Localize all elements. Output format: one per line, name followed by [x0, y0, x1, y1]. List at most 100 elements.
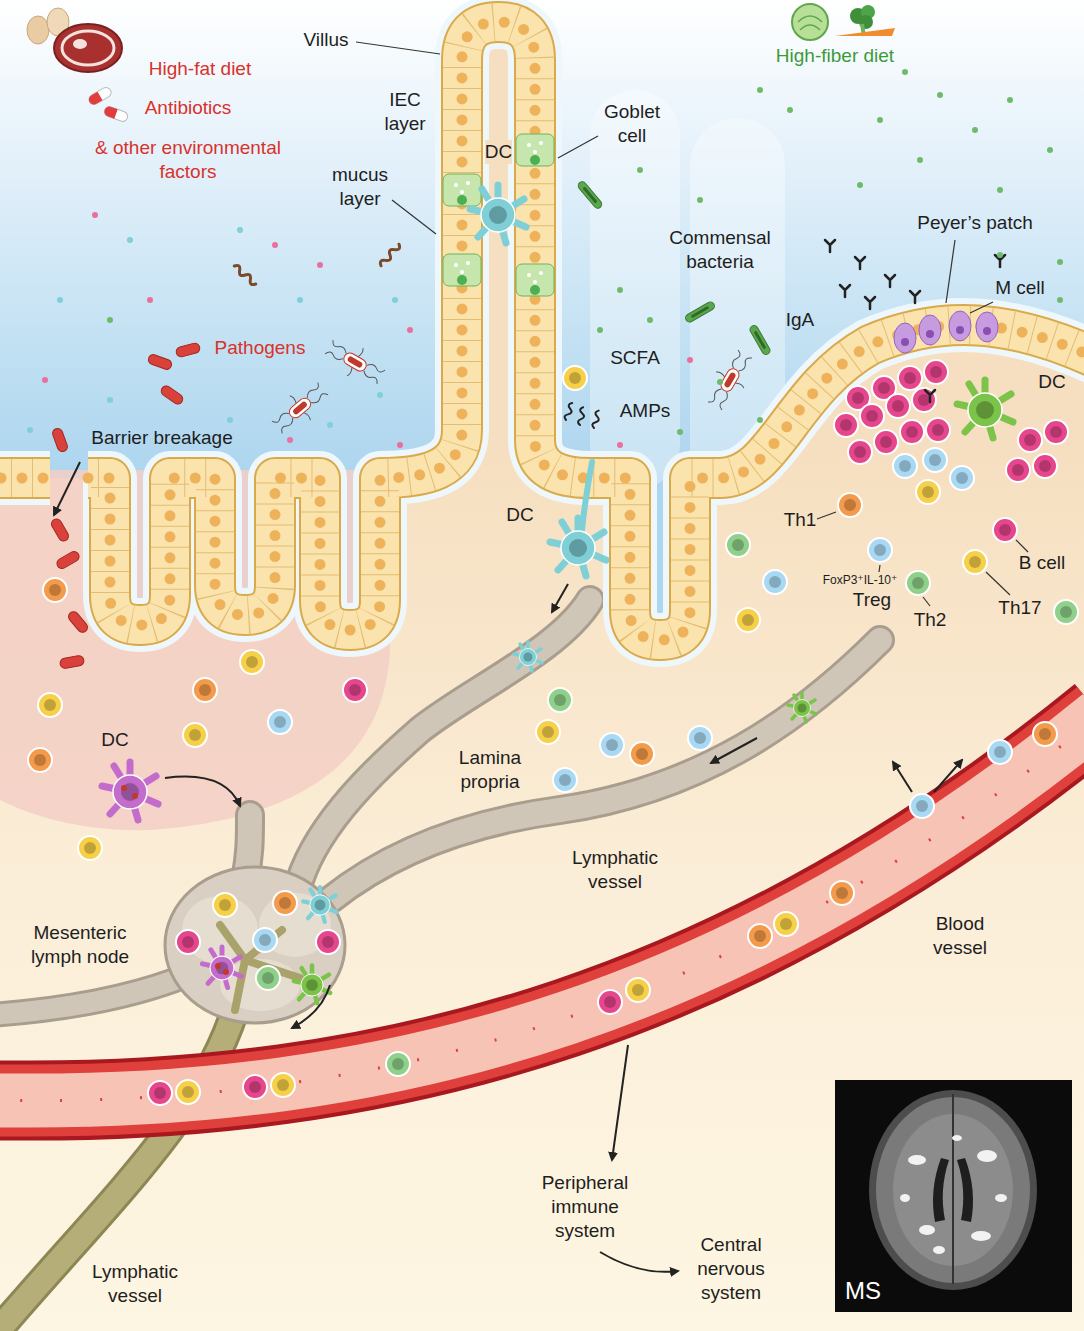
text-label: DC — [101, 728, 128, 752]
mri-image: MS — [835, 1080, 1072, 1312]
peyers-follicle — [923, 448, 947, 472]
pathogen — [51, 427, 69, 453]
lymph-node — [202, 947, 241, 988]
mri-scan — [900, 1194, 910, 1202]
epithelium — [0, 451, 50, 505]
text-label: Antibiotics — [145, 96, 232, 120]
commensal-bacteria — [701, 346, 759, 414]
blood-vessel — [0, 715, 1084, 1101]
blood-cells — [271, 1073, 295, 1097]
lymph-node — [273, 891, 297, 915]
immune-cell — [630, 742, 654, 766]
text-label: DC — [1038, 370, 1065, 394]
t-cell — [868, 538, 892, 562]
epithelium — [88, 22, 1084, 640]
immune-cell — [183, 723, 207, 747]
leader-line — [392, 200, 436, 234]
peyers-follicle — [893, 454, 917, 478]
lymphatic-vessel — [330, 640, 880, 900]
blood-vessel — [0, 715, 1084, 1101]
food-icon — [792, 4, 828, 40]
peyers-follicle — [1018, 428, 1042, 452]
immune-cell — [736, 608, 760, 632]
text-label: Th17 — [998, 596, 1041, 620]
immune-cell — [28, 748, 52, 772]
blood-vessel — [0, 715, 1084, 1101]
flow-arrow — [612, 1045, 628, 1160]
peyers-follicle — [950, 466, 974, 490]
blood-cells — [774, 912, 798, 936]
goblet-cell — [443, 134, 554, 296]
peyers-follicle — [916, 480, 940, 504]
t-cell — [963, 550, 987, 574]
particle — [272, 242, 278, 248]
particle — [407, 327, 413, 333]
particle — [227, 417, 233, 423]
food-icon — [103, 105, 129, 123]
pathogen — [159, 384, 184, 406]
dendritic-cell — [788, 693, 816, 722]
text-label: Th2 — [914, 608, 947, 632]
pathogen — [267, 376, 334, 439]
leader-line — [356, 42, 440, 54]
flow-arrow — [292, 985, 330, 1028]
lymph-node — [202, 947, 241, 988]
food-icon — [87, 92, 102, 107]
iga-antibody — [855, 257, 865, 269]
iga-antibody — [925, 390, 935, 402]
m-cell — [976, 312, 998, 342]
lymphatic-vessel — [0, 980, 175, 1015]
peyers-follicle — [848, 440, 872, 464]
leader-line — [1016, 540, 1028, 552]
lymph-node — [256, 966, 280, 990]
particle — [107, 69, 1063, 435]
goblet-cell — [533, 150, 537, 154]
epithelium — [0, 473, 50, 484]
mri-scan — [957, 1158, 973, 1222]
text-label: SCFA — [610, 346, 660, 370]
text-label: Lymphatic vessel — [85, 1260, 185, 1308]
food-icon — [103, 105, 129, 123]
blood-cells — [626, 978, 650, 1002]
goblet-cell — [516, 134, 554, 166]
iga-antibody — [825, 240, 1005, 402]
lymph-node — [176, 930, 200, 954]
particle — [107, 317, 113, 323]
text-label: High-fiber diet — [776, 44, 894, 68]
amp-peptide — [578, 407, 586, 426]
text-label: Th1 — [784, 508, 817, 532]
mri-scan — [900, 1135, 1007, 1254]
commensal-bacteria — [684, 301, 716, 324]
particle — [972, 127, 978, 133]
food-icon — [87, 86, 113, 107]
particle — [697, 197, 703, 203]
text-label: B cell — [1019, 551, 1065, 575]
leader-line — [879, 565, 880, 572]
dendritic-cell — [102, 185, 816, 820]
text-label: IEC layer — [375, 88, 435, 136]
peyers-follicle — [834, 413, 858, 437]
peyers-follicle — [834, 360, 1068, 504]
particle — [1047, 147, 1053, 153]
lymph-node — [165, 867, 345, 1023]
particle — [717, 379, 723, 385]
peyers-follicle — [926, 418, 950, 442]
particle — [237, 227, 243, 233]
goblet-cell — [527, 273, 531, 277]
goblet-cell — [443, 254, 481, 286]
goblet-cell — [539, 141, 543, 145]
text-label: Mesenteric lymph node — [15, 921, 145, 969]
immune-cell — [343, 678, 367, 702]
text-label: AMPs — [620, 399, 671, 423]
leader-line — [946, 240, 955, 303]
text-label: DC — [485, 140, 512, 164]
pathogen — [147, 353, 173, 371]
particle — [1057, 259, 1063, 265]
text-label: Peyer’s patch — [917, 211, 1032, 235]
dendritic-cell — [550, 518, 606, 576]
mri-scan — [919, 1225, 935, 1235]
particle — [937, 92, 943, 98]
peyers-follicle — [924, 360, 948, 384]
goblet-cell — [454, 183, 458, 187]
food-icon — [27, 4, 895, 123]
